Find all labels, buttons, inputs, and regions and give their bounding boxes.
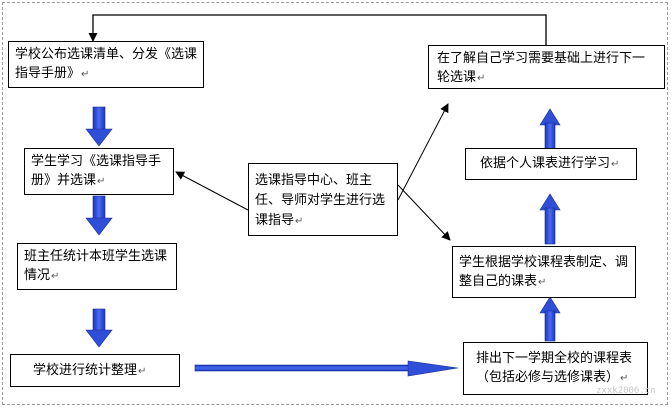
guidance-text: 选课指导中心、班主任、导师对学生进行选课指导 <box>255 173 386 228</box>
next-round-text: 在了解自己学习需要基础上进行下一轮选课 <box>437 51 646 85</box>
tally-box: 班主任统计本班学生选课情况↵ <box>17 243 177 290</box>
paragraph-mark-icon: ↵ <box>295 216 304 227</box>
schedule-text: 排出下一学期全校的课程表（包括必修与选修课表） <box>476 351 633 385</box>
publish-list-text: 学校公布选课清单、分发《选课指导手册》 <box>15 47 198 81</box>
paragraph-mark-icon: ↵ <box>81 69 90 80</box>
adjust-box: 学生根据学校课程表制定、调整自己的课表↵ <box>452 246 636 298</box>
organize-text: 学校进行统计整理 <box>33 363 138 378</box>
down-arrow-1 <box>85 106 113 147</box>
right-arrow <box>194 360 459 377</box>
organize-box: 学校进行统计整理↵ <box>10 354 180 387</box>
diagram-frame <box>2 2 668 405</box>
publish-list-box: 学校公布选课清单、分发《选课指导手册》↵ <box>8 41 204 88</box>
guidance-to-study-line <box>175 171 249 211</box>
paragraph-mark-icon: ↵ <box>620 373 629 384</box>
study-select-text: 学生学习《选课指导手册》并选课 <box>31 154 162 188</box>
down-arrow-3 <box>85 308 113 348</box>
up-arrow-2 <box>539 193 561 245</box>
up-arrow-1 <box>539 296 561 342</box>
next-round-box: 在了解自己学习需要基础上进行下一轮选课↵ <box>428 45 665 89</box>
paragraph-mark-icon: ↵ <box>97 176 106 187</box>
tally-text: 班主任统计本班学生选课情况 <box>24 249 168 283</box>
watermark: zxxk2006.cn <box>596 386 656 396</box>
paragraph-mark-icon: ↵ <box>51 271 60 282</box>
guidance-to-adjust-line <box>397 184 451 241</box>
guidance-box: 选课指导中心、班主任、导师对学生进行选课指导↵ <box>248 163 398 236</box>
schedule-box: 排出下一学期全校的课程表（包括必修与选修课表）↵ <box>463 342 648 395</box>
paragraph-mark-icon: ↵ <box>138 366 147 377</box>
study-select-box: 学生学习《选课指导手册》并选课↵ <box>24 148 174 195</box>
down-arrow-2 <box>85 195 113 236</box>
learn-text: 依据个人课表进行学习 <box>480 156 611 171</box>
loop-connector <box>88 14 547 45</box>
paragraph-mark-icon: ↵ <box>477 73 486 84</box>
guidance-to-nextround-line <box>397 103 449 201</box>
up-arrow-3 <box>539 108 561 150</box>
learn-box: 依据个人课表进行学习↵ <box>465 148 637 180</box>
paragraph-mark-icon: ↵ <box>611 159 620 170</box>
paragraph-mark-icon: ↵ <box>538 277 547 288</box>
adjust-text: 学生根据学校课程表制定、调整自己的课表 <box>459 255 629 289</box>
